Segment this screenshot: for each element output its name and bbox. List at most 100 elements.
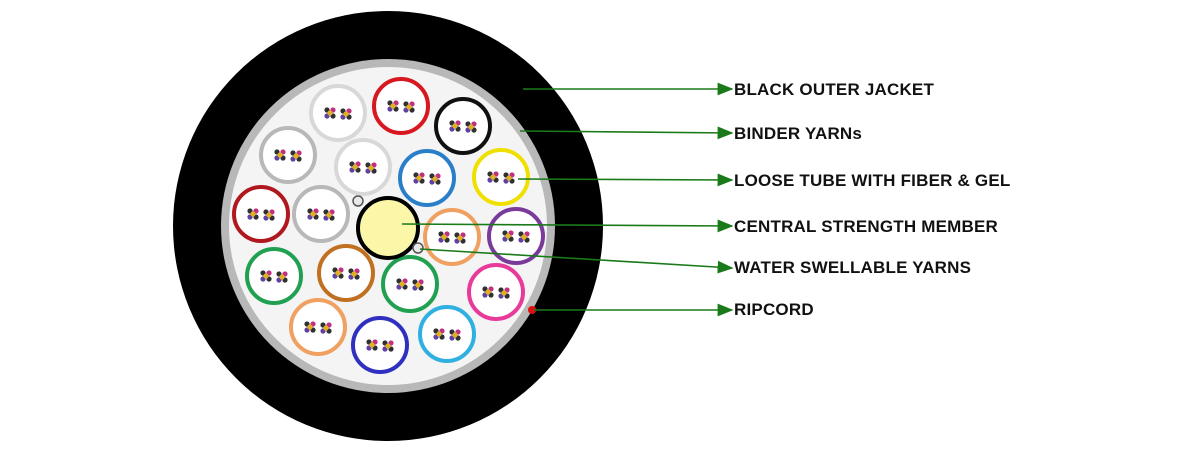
fiber xyxy=(390,103,396,109)
fiber xyxy=(399,281,405,287)
fiber xyxy=(416,175,422,181)
fiber xyxy=(521,234,527,240)
fiber xyxy=(263,273,269,279)
fiber xyxy=(436,331,442,337)
fiber xyxy=(506,175,512,181)
loose-tube xyxy=(317,244,375,302)
label-binder-yarns: BINDER YARNs xyxy=(734,124,863,143)
callout-arrow xyxy=(419,248,734,274)
label-water-swellable-yarns: WATER SWELLABLE YARNS xyxy=(734,258,972,277)
fiber-bundle xyxy=(403,101,415,113)
fiber-bundle xyxy=(323,209,335,221)
fiber-bundle xyxy=(290,150,302,162)
fiber xyxy=(277,152,283,158)
loose-tube xyxy=(232,185,290,243)
loose-tube xyxy=(487,207,545,265)
fiber xyxy=(485,289,491,295)
fiber-bundle xyxy=(349,161,361,173)
loose-tubes-group xyxy=(232,77,545,374)
fiber-bundle xyxy=(429,173,441,185)
fiber xyxy=(505,233,511,239)
fiber xyxy=(266,212,272,218)
water-swellable-yarn xyxy=(412,242,424,254)
loose-tube-wall xyxy=(334,138,392,196)
fiber-bundle xyxy=(503,172,515,184)
fiber xyxy=(501,290,507,296)
fiber-bundle xyxy=(412,279,424,291)
fiber-bundle xyxy=(365,162,377,174)
loose-tube-wall xyxy=(398,149,456,207)
fiber-bundle xyxy=(502,230,514,242)
fiber-bundle xyxy=(263,209,275,221)
fiber-bundle xyxy=(433,328,445,340)
fiber xyxy=(307,324,313,330)
label-ripcord: RIPCORD xyxy=(734,300,814,319)
loose-tube-wall xyxy=(259,126,317,184)
fiber-bundle xyxy=(382,340,394,352)
fiber-bundle xyxy=(366,339,378,351)
loose-tube xyxy=(472,148,530,206)
fiber xyxy=(352,164,358,170)
loose-tube-wall xyxy=(309,84,367,142)
fiber-bundle xyxy=(454,232,466,244)
fiber-bundle xyxy=(438,231,450,243)
loose-tube xyxy=(398,149,456,207)
loose-tube-wall xyxy=(317,244,375,302)
callout-arrow xyxy=(519,126,734,140)
loose-tube-wall xyxy=(292,185,350,243)
fiber xyxy=(279,274,285,280)
fiber-bundle xyxy=(449,329,461,341)
loose-tube-wall xyxy=(434,97,492,155)
fiber xyxy=(468,124,474,130)
fiber-bundle xyxy=(304,321,316,333)
fiber-bundle xyxy=(324,107,336,119)
loose-tube-wall xyxy=(472,148,530,206)
fiber-bundle xyxy=(332,267,344,279)
loose-tube xyxy=(423,208,481,266)
fiber xyxy=(343,111,349,117)
fiber xyxy=(385,343,391,349)
loose-tube xyxy=(259,126,317,184)
loose-tube-wall xyxy=(467,263,525,321)
fiber-bundle xyxy=(348,268,360,280)
loose-tube-wall xyxy=(232,185,290,243)
fiber-bundle xyxy=(260,270,272,282)
loose-tube xyxy=(372,77,430,135)
fiber-bundle xyxy=(274,149,286,161)
fiber-bundle xyxy=(487,171,499,183)
fiber xyxy=(452,123,458,129)
fiber xyxy=(432,176,438,182)
fiber-bundle xyxy=(518,231,530,243)
fiber-bundle xyxy=(449,120,461,132)
fiber xyxy=(490,174,496,180)
fiber-bundle xyxy=(465,121,477,133)
loose-tube xyxy=(351,316,409,374)
fiber-bundle xyxy=(498,287,510,299)
loose-tube-wall xyxy=(351,316,409,374)
loose-tube-wall xyxy=(289,298,347,356)
loose-tube-wall xyxy=(372,77,430,135)
fiber-bundle xyxy=(320,322,332,334)
fiber xyxy=(415,282,421,288)
fiber xyxy=(457,235,463,241)
ripcord xyxy=(528,306,536,314)
loose-tube xyxy=(245,247,303,305)
label-loose-tube: LOOSE TUBE WITH FIBER & GEL xyxy=(734,171,1011,190)
loose-tube-wall xyxy=(381,255,439,313)
fiber xyxy=(250,211,256,217)
fiber-bundle xyxy=(413,172,425,184)
loose-tube-wall xyxy=(487,207,545,265)
loose-tube xyxy=(289,298,347,356)
fiber xyxy=(351,271,357,277)
fiber xyxy=(327,110,333,116)
fiber-bundle xyxy=(340,108,352,120)
callout-arrow xyxy=(401,219,734,233)
fiber xyxy=(335,270,341,276)
loose-tube xyxy=(418,305,476,363)
callout-arrows-group xyxy=(401,82,734,317)
fiber xyxy=(310,211,316,217)
loose-tube xyxy=(434,97,492,155)
loose-tube xyxy=(334,138,392,196)
loose-tube xyxy=(467,263,525,321)
